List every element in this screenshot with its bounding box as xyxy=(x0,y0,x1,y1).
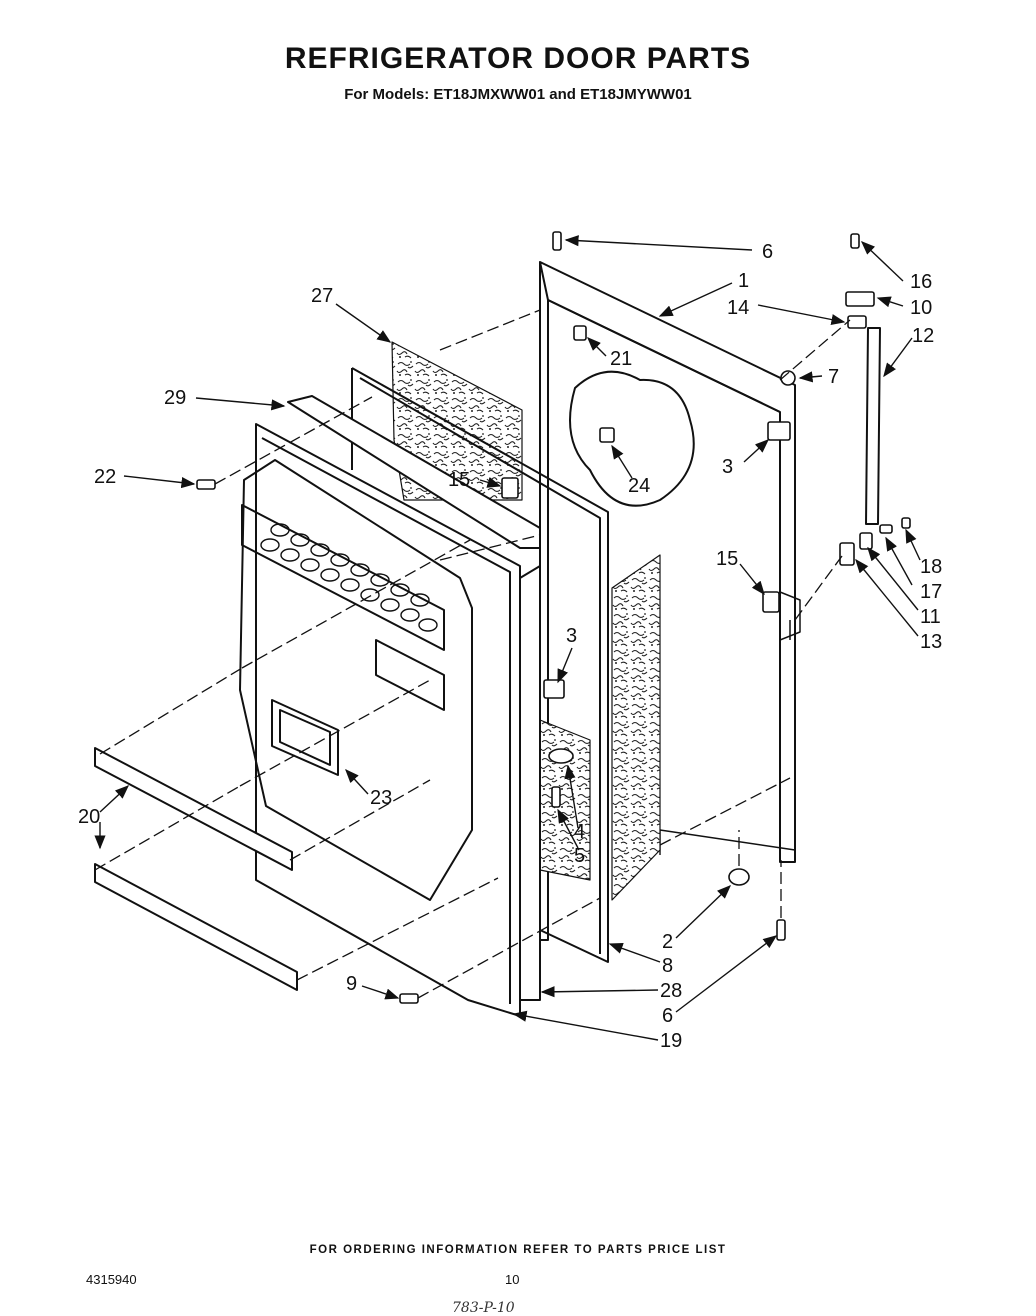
insulation-strip-side xyxy=(611,554,661,901)
callout-20: 20 xyxy=(78,806,100,828)
callout-19: 19 xyxy=(660,1030,682,1052)
plug-21 xyxy=(573,325,587,341)
leader-6-top xyxy=(564,235,753,251)
callout-8: 8 xyxy=(662,955,673,977)
leader-22 xyxy=(123,475,196,489)
screw-17 xyxy=(879,524,893,534)
callout-23: 23 xyxy=(370,787,392,809)
leader-19 xyxy=(512,1010,659,1041)
leader-13 xyxy=(855,558,919,637)
top-screw xyxy=(552,231,562,251)
callout-11: 11 xyxy=(920,606,941,628)
leader-28 xyxy=(540,986,659,998)
callout-9: 9 xyxy=(346,973,357,995)
leader-24 xyxy=(611,444,633,479)
screw-22 xyxy=(196,479,216,490)
stop-13 xyxy=(839,542,855,566)
clip-24 xyxy=(599,427,615,443)
hinge-3-upper xyxy=(767,421,791,441)
callout-3-lower: 3 xyxy=(566,625,577,647)
callout-27: 27 xyxy=(311,285,333,307)
door-gasket xyxy=(287,395,541,549)
callout-22: 22 xyxy=(94,466,116,488)
leader-8 xyxy=(608,942,661,963)
page-number: 10 xyxy=(505,1272,520,1287)
screw-16 xyxy=(850,233,860,249)
callout-10: 10 xyxy=(910,297,932,319)
hinge-pin-7 xyxy=(780,370,796,386)
leader-10 xyxy=(876,296,904,308)
washer-2 xyxy=(728,868,750,886)
leader-11 xyxy=(867,546,919,611)
callout-6-bottom: 6 xyxy=(662,1005,673,1027)
leader-3-upper xyxy=(743,439,770,463)
leader-21 xyxy=(587,337,607,357)
callout-5: 5 xyxy=(574,845,585,867)
door-side-trim xyxy=(519,565,541,1001)
callout-15-right: 15 xyxy=(716,548,738,570)
leader-4 xyxy=(564,764,579,829)
callout-14: 14 xyxy=(727,297,749,319)
hinge-3-lower xyxy=(543,679,565,699)
leader-17 xyxy=(885,536,913,586)
callout-16: 16 xyxy=(910,271,932,293)
callout-7: 7 xyxy=(828,366,839,388)
bracket-15-left xyxy=(501,477,519,499)
dairy-bin-holes xyxy=(260,523,438,632)
foam-block xyxy=(569,370,695,507)
handwritten-note: 783-P-10 xyxy=(452,1300,515,1316)
washer-4 xyxy=(548,748,574,764)
screw-9 xyxy=(399,993,419,1004)
page-title: REFRIGERATOR DOOR PARTS xyxy=(284,42,752,75)
callout-4: 4 xyxy=(574,821,585,843)
leader-6-bottom xyxy=(675,935,778,1013)
leader-15-right xyxy=(739,563,765,596)
leader-16 xyxy=(860,241,904,282)
callout-6-top: 6 xyxy=(762,241,773,263)
leader-1 xyxy=(658,282,733,317)
callout-17: 17 xyxy=(920,581,942,603)
leader-18 xyxy=(905,528,921,561)
leader-14 xyxy=(757,304,846,326)
callout-1: 1 xyxy=(738,270,749,292)
document-number: 4315940 xyxy=(86,1272,137,1287)
callout-15-left: 15 xyxy=(448,469,470,491)
callout-28: 28 xyxy=(660,980,682,1002)
leader-9 xyxy=(361,985,400,1000)
shelf-bars xyxy=(94,747,298,991)
screw-6-bottom xyxy=(776,919,786,941)
callout-2: 2 xyxy=(662,931,673,953)
stop-11 xyxy=(859,532,873,550)
leader-2 xyxy=(675,885,732,939)
leader-27 xyxy=(335,303,392,343)
callout-12: 12 xyxy=(912,325,934,347)
leader-12 xyxy=(883,337,913,378)
callout-29: 29 xyxy=(164,387,186,409)
leader-3-lower xyxy=(557,647,573,684)
callout-3-upper: 3 xyxy=(722,456,733,478)
callout-18: 18 xyxy=(920,556,942,578)
callout-24: 24 xyxy=(628,475,650,497)
leader-5 xyxy=(557,808,579,849)
hinge-bracket-10 xyxy=(845,291,875,307)
door-handle-trim xyxy=(865,327,881,525)
leader-15-left xyxy=(479,477,502,488)
leader-7 xyxy=(798,371,823,383)
model-subtitle: For Models: ET18JMXWW01 and ET18JMYWW01 xyxy=(344,86,692,103)
ordering-note: FOR ORDERING INFORMATION REFER TO PARTS … xyxy=(309,1244,727,1256)
leader-29 xyxy=(195,397,286,411)
callout-21: 21 xyxy=(610,348,632,370)
bracket-15-right xyxy=(762,591,780,613)
screw-18 xyxy=(901,517,911,529)
callout-13: 13 xyxy=(920,631,942,653)
leader-23 xyxy=(345,768,369,795)
screw-5 xyxy=(551,786,561,808)
hinge-cover-14 xyxy=(847,315,867,329)
leader-20a xyxy=(99,785,130,813)
